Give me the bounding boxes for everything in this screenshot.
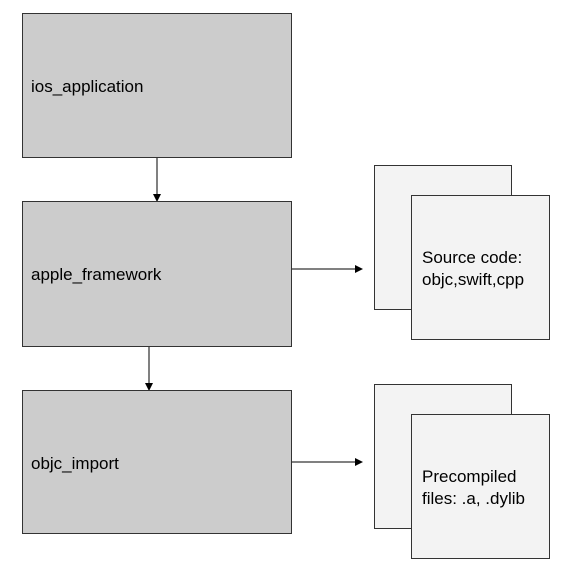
node-label: ios_application — [31, 77, 144, 96]
precompiled-label: Precompiled files: .a, .dylib — [422, 467, 525, 508]
node-objc-import: objc_import — [22, 390, 292, 534]
node-apple-framework: apple_framework — [22, 201, 292, 347]
node-label: objc_import — [31, 454, 119, 473]
node-label: apple_framework — [31, 265, 162, 284]
source-code-label: Source code: objc,swift,cpp — [422, 248, 525, 289]
node-ios-application: ios_application — [22, 13, 292, 158]
source-code-doc-front: Source code: objc,swift,cpp — [411, 195, 550, 340]
precompiled-doc-front: Precompiled files: .a, .dylib — [411, 414, 550, 559]
